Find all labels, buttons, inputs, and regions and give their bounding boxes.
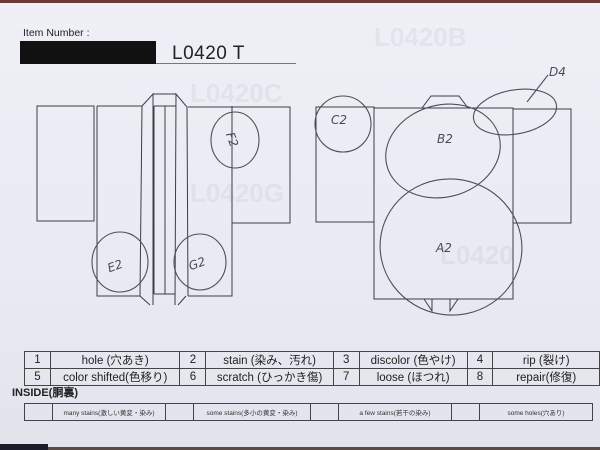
- legend-number: 3: [332, 351, 360, 369]
- annotation-E2: E2: [105, 257, 124, 275]
- annotation-D4: D4: [549, 65, 566, 79]
- front-diagram: [36, 92, 291, 306]
- background-edge-bottom: [0, 444, 48, 450]
- redacted-block: [20, 41, 156, 64]
- legend-row: 1 hole (穴あき) 2 stain (染み、汚れ) 3 discolor …: [24, 351, 600, 369]
- back-body: [373, 107, 514, 300]
- inside-section-label: INSIDE(胴裏): [12, 387, 78, 399]
- legend-number: 4: [466, 351, 494, 369]
- item-number-value: L0420 T: [172, 43, 245, 64]
- legend-number: 7: [332, 368, 360, 386]
- inside-option-text: many stains(激しい黄変・染み): [52, 403, 166, 421]
- back-diagram: [315, 95, 572, 313]
- show-through-text: L0420G: [190, 178, 284, 208]
- show-through-text: L0420B: [374, 22, 467, 52]
- legend-number: 8: [466, 368, 494, 386]
- legend-text: hole (穴あき): [49, 351, 181, 369]
- inside-checkbox-many-stains[interactable]: [24, 403, 53, 421]
- show-through-text: L0420: [440, 240, 514, 270]
- inside-option-text: some stains(多小の黄変・染み): [193, 403, 311, 421]
- inside-checkbox-few-stains[interactable]: [310, 403, 339, 421]
- annotation-B2: B2: [437, 132, 453, 146]
- inside-checkbox-some-holes[interactable]: [451, 403, 480, 421]
- legend-text: stain (染み、汚れ): [205, 351, 334, 369]
- legend-number: 6: [179, 368, 207, 386]
- legend-text: scratch (ひっかき傷): [205, 368, 334, 386]
- inside-condition-table: many stains(激しい黄変・染み) some stains(多小の黄変・…: [24, 403, 593, 421]
- annotation-A2: A2: [435, 241, 452, 255]
- legend-number: 1: [24, 351, 51, 369]
- legend-text: rip (裂け): [492, 351, 600, 369]
- damage-legend-table: 1 hole (穴あき) 2 stain (染み、汚れ) 3 discolor …: [24, 351, 600, 386]
- legend-row: 5 color shifted(色移り) 6 scratch (ひっかき傷) 7…: [24, 368, 600, 386]
- inside-option-text: some holes(穴あり): [479, 403, 593, 421]
- item-number-underline: [156, 63, 296, 64]
- front-right-sleeve: [231, 106, 291, 224]
- annotation-F2: F2: [223, 130, 241, 148]
- legend-number: 5: [24, 368, 51, 386]
- show-through-text: L0420C: [190, 78, 283, 108]
- legend-text: discolor (色やけ): [358, 351, 468, 369]
- legend-text: color shifted(色移り): [49, 368, 181, 386]
- background-edge: [0, 0, 600, 3]
- inside-option-text: a few stains(若干の染み): [338, 403, 452, 421]
- annotation-C2: C2: [331, 113, 347, 127]
- legend-text: loose (ほつれ): [358, 368, 468, 386]
- inside-checkbox-some-stains[interactable]: [165, 403, 194, 421]
- legend-text: repair(修復): [492, 368, 600, 386]
- front-left-sleeve: [36, 105, 95, 222]
- annotation-G2: G2: [187, 254, 208, 273]
- item-number-label: Item Number :: [23, 27, 90, 39]
- legend-number: 2: [179, 351, 207, 369]
